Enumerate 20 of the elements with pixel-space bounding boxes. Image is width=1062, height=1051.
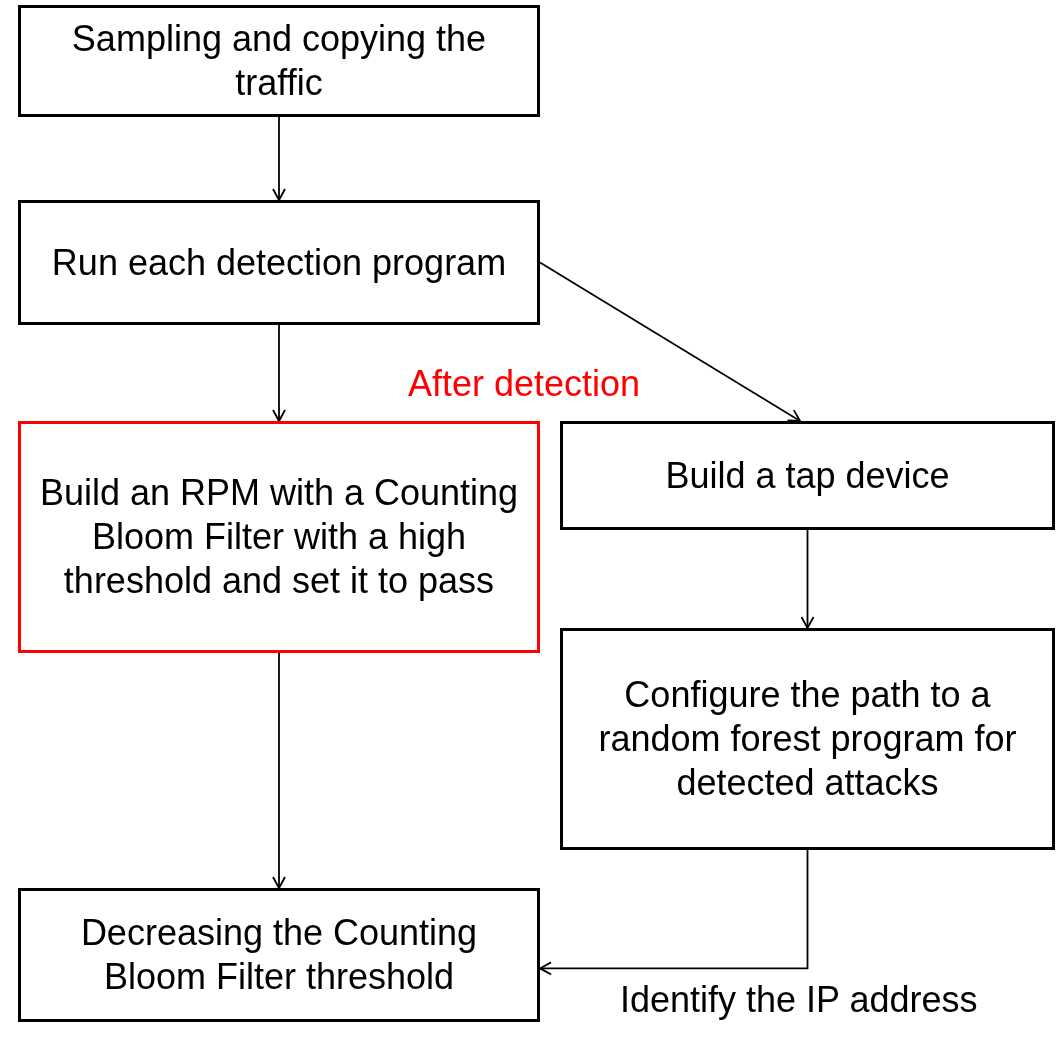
arrow xyxy=(272,324,286,422)
box-text: Sampling and copying the traffic xyxy=(70,17,488,105)
process-box xyxy=(18,888,540,1022)
note-text: After detection xyxy=(408,362,641,406)
process-box xyxy=(560,628,1055,850)
arrow xyxy=(272,116,286,201)
arrow xyxy=(272,652,286,889)
box-text: Decreasing the Counting Bloom Filter threshold xyxy=(79,911,479,999)
box-text: Build an RPM with a Counting Bloom Filter with a high threshold and set it to pass xyxy=(38,471,520,603)
process-box xyxy=(18,421,540,653)
box-text: Build a tap device xyxy=(665,453,950,498)
arrow xyxy=(800,529,815,629)
arrow xyxy=(539,849,809,976)
process-box xyxy=(560,421,1055,530)
arrow xyxy=(539,261,801,422)
box-text: Run each detection program xyxy=(51,240,507,285)
process-box xyxy=(18,200,540,325)
process-box xyxy=(18,5,540,117)
note-text: Identify the IP address xyxy=(620,978,978,1022)
box-text: Configure the path to a random forest program for detected attacks xyxy=(597,673,1018,805)
